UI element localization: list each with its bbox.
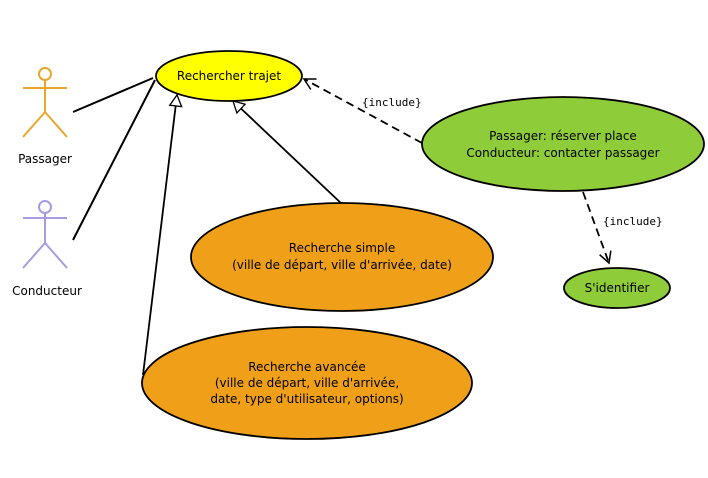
- usecase-simple-label-2: (ville de départ, ville d'arrivée, date): [232, 258, 452, 272]
- usecase-rechercher-trajet: [155, 50, 303, 102]
- usecase-reserver-label-2: Conducteur: contacter passager: [466, 146, 659, 160]
- generalization-simple: [233, 101, 344, 206]
- include-label-1: {include}: [362, 96, 422, 109]
- usecase-identifier: [563, 267, 671, 309]
- association-passager: [72, 77, 154, 113]
- usecase-avancee-label-2: (ville de départ, ville d'arrivée,: [215, 376, 399, 390]
- usecase-recherche-avancee: [141, 326, 473, 440]
- usecase-simple-label-1: Recherche simple: [289, 241, 395, 255]
- include-dependency-rechercher: [302, 78, 423, 144]
- actor-conducteur: [22, 200, 68, 269]
- usecase-reserver-place: [421, 96, 705, 192]
- association-conducteur: [72, 79, 156, 241]
- actor-label-conducteur: Conducteur: [12, 284, 82, 298]
- include-label-2: {include}: [603, 215, 663, 228]
- generalization-avancee: [142, 95, 177, 376]
- usecase-identifier-label: S'identifier: [585, 281, 650, 295]
- usecase-recherche-simple: [190, 202, 494, 312]
- usecase-avancee-label-1: Recherche avancée: [248, 360, 366, 374]
- usecase-rechercher-label: Rechercher trajet: [177, 69, 281, 83]
- actor-label-passager: Passager: [18, 152, 72, 166]
- usecase-reserver-label-1: Passager: réserver place: [489, 129, 637, 143]
- usecase-avancee-label-3: date, type d'utilisateur, options): [210, 392, 403, 406]
- actor-passager: [22, 67, 68, 138]
